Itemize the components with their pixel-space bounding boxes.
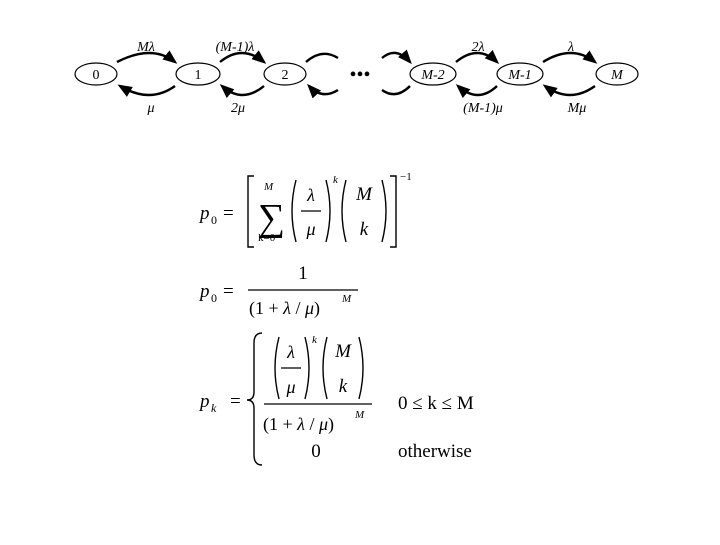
equals-sign: = bbox=[223, 281, 234, 302]
forward-rate-label: (M-1)λ bbox=[216, 40, 255, 55]
lhs-subscript: 0 bbox=[211, 213, 217, 227]
binomial-right-paren bbox=[358, 336, 364, 400]
equals-sign: = bbox=[223, 203, 234, 224]
equals-sign: = bbox=[230, 391, 241, 412]
backward-arc-1-0 bbox=[117, 84, 176, 97]
right-square-bracket bbox=[390, 175, 397, 248]
backward-arc-m2-dots bbox=[381, 85, 411, 96]
left-square-bracket bbox=[247, 175, 254, 248]
forward-rate-label: 2λ bbox=[471, 40, 484, 55]
state-1: 1 bbox=[175, 62, 221, 86]
forward-arc-0-1 bbox=[116, 50, 178, 64]
forward-arc-1-2 bbox=[219, 50, 267, 64]
backward-arc-2-1 bbox=[219, 84, 265, 98]
equation-p0-sum: p 0 = M ∑ k=0 λ μ k M k −1 bbox=[198, 171, 412, 248]
lhs-subscript: k bbox=[211, 401, 217, 415]
outer-power: −1 bbox=[400, 171, 412, 183]
state-m-2: M-2 bbox=[409, 62, 457, 86]
binomial-bottom: k bbox=[360, 219, 369, 240]
backward-rate-label: (M-1)μ bbox=[463, 101, 503, 116]
numerator: 1 bbox=[298, 263, 308, 284]
lambda-symbol: λ bbox=[286, 342, 295, 362]
left-paren bbox=[291, 179, 297, 243]
binomial-top: M bbox=[355, 184, 373, 205]
backward-arc-dots-2 bbox=[307, 83, 339, 99]
forward-arc-m1-m bbox=[542, 50, 598, 64]
binomial-right-paren bbox=[381, 179, 387, 243]
power-k: k bbox=[333, 174, 339, 186]
condition-text: 0 ≤ k ≤ M bbox=[398, 393, 474, 414]
forward-arc-dots-m2 bbox=[381, 49, 412, 65]
denominator-power: M bbox=[341, 293, 352, 305]
state-label: M-1 bbox=[507, 68, 531, 83]
denominator: (1 + λ / μ) bbox=[263, 414, 334, 435]
summation-symbol: ∑ bbox=[258, 197, 285, 239]
backward-arc-m1-m2 bbox=[455, 84, 498, 98]
state-label: M bbox=[610, 68, 624, 83]
equation-p0-closed: p 0 = 1 (1 + λ / μ) M bbox=[198, 263, 358, 319]
power-k: k bbox=[312, 334, 318, 346]
otherwise-text: otherwise bbox=[398, 441, 472, 462]
binomial-bottom: k bbox=[339, 376, 348, 397]
mu-symbol: μ bbox=[305, 219, 315, 239]
equation-pk-piecewise: p k = λ μ k M k (1 + λ / μ) M 0 ≤ k ≤ M … bbox=[198, 332, 474, 466]
sum-upper-limit: M bbox=[263, 181, 274, 193]
binomial-left-paren bbox=[322, 336, 328, 400]
lhs-subscript: 0 bbox=[211, 291, 217, 305]
state-label: M-2 bbox=[420, 68, 444, 83]
state-2: 2 bbox=[263, 62, 307, 86]
piecewise-brace bbox=[246, 332, 263, 466]
binomial-top: M bbox=[334, 341, 352, 362]
binomial-left-paren bbox=[341, 179, 347, 243]
denominator-power: M bbox=[354, 409, 365, 421]
lhs-variable: p bbox=[198, 203, 210, 224]
ellipsis-dots: ••• bbox=[349, 64, 370, 86]
state-m: M bbox=[595, 62, 639, 86]
right-paren bbox=[304, 336, 310, 400]
lambda-symbol: λ bbox=[306, 185, 315, 205]
forward-arc-2-dots bbox=[305, 52, 339, 63]
backward-rate-label: μ bbox=[146, 101, 154, 116]
state-0: 0 bbox=[74, 62, 118, 86]
forward-arc-m2-m1 bbox=[455, 49, 500, 64]
lhs-variable: p bbox=[198, 391, 210, 412]
left-paren bbox=[274, 336, 280, 400]
state-label: 1 bbox=[195, 68, 202, 83]
backward-arc-m-m1 bbox=[542, 84, 596, 98]
lhs-variable: p bbox=[198, 281, 210, 302]
birth-death-diagram: 0 1 2 ••• M-2 M-1 M Mλ (M-1)λ 2λ λ μ 2μ bbox=[74, 40, 639, 116]
right-paren bbox=[325, 179, 331, 243]
state-label: 2 bbox=[282, 68, 289, 83]
sum-lower-limit: k=0 bbox=[258, 232, 276, 244]
denominator: (1 + λ / μ) bbox=[249, 298, 320, 319]
forward-rate-label: λ bbox=[567, 40, 574, 55]
mu-symbol: μ bbox=[285, 377, 295, 397]
state-label: 0 bbox=[93, 68, 100, 83]
backward-rate-label: 2μ bbox=[231, 101, 245, 116]
backward-rate-label: Mμ bbox=[567, 101, 587, 116]
zero-case: 0 bbox=[311, 441, 321, 462]
state-m-1: M-1 bbox=[496, 62, 544, 86]
forward-rate-label: Mλ bbox=[136, 40, 155, 55]
